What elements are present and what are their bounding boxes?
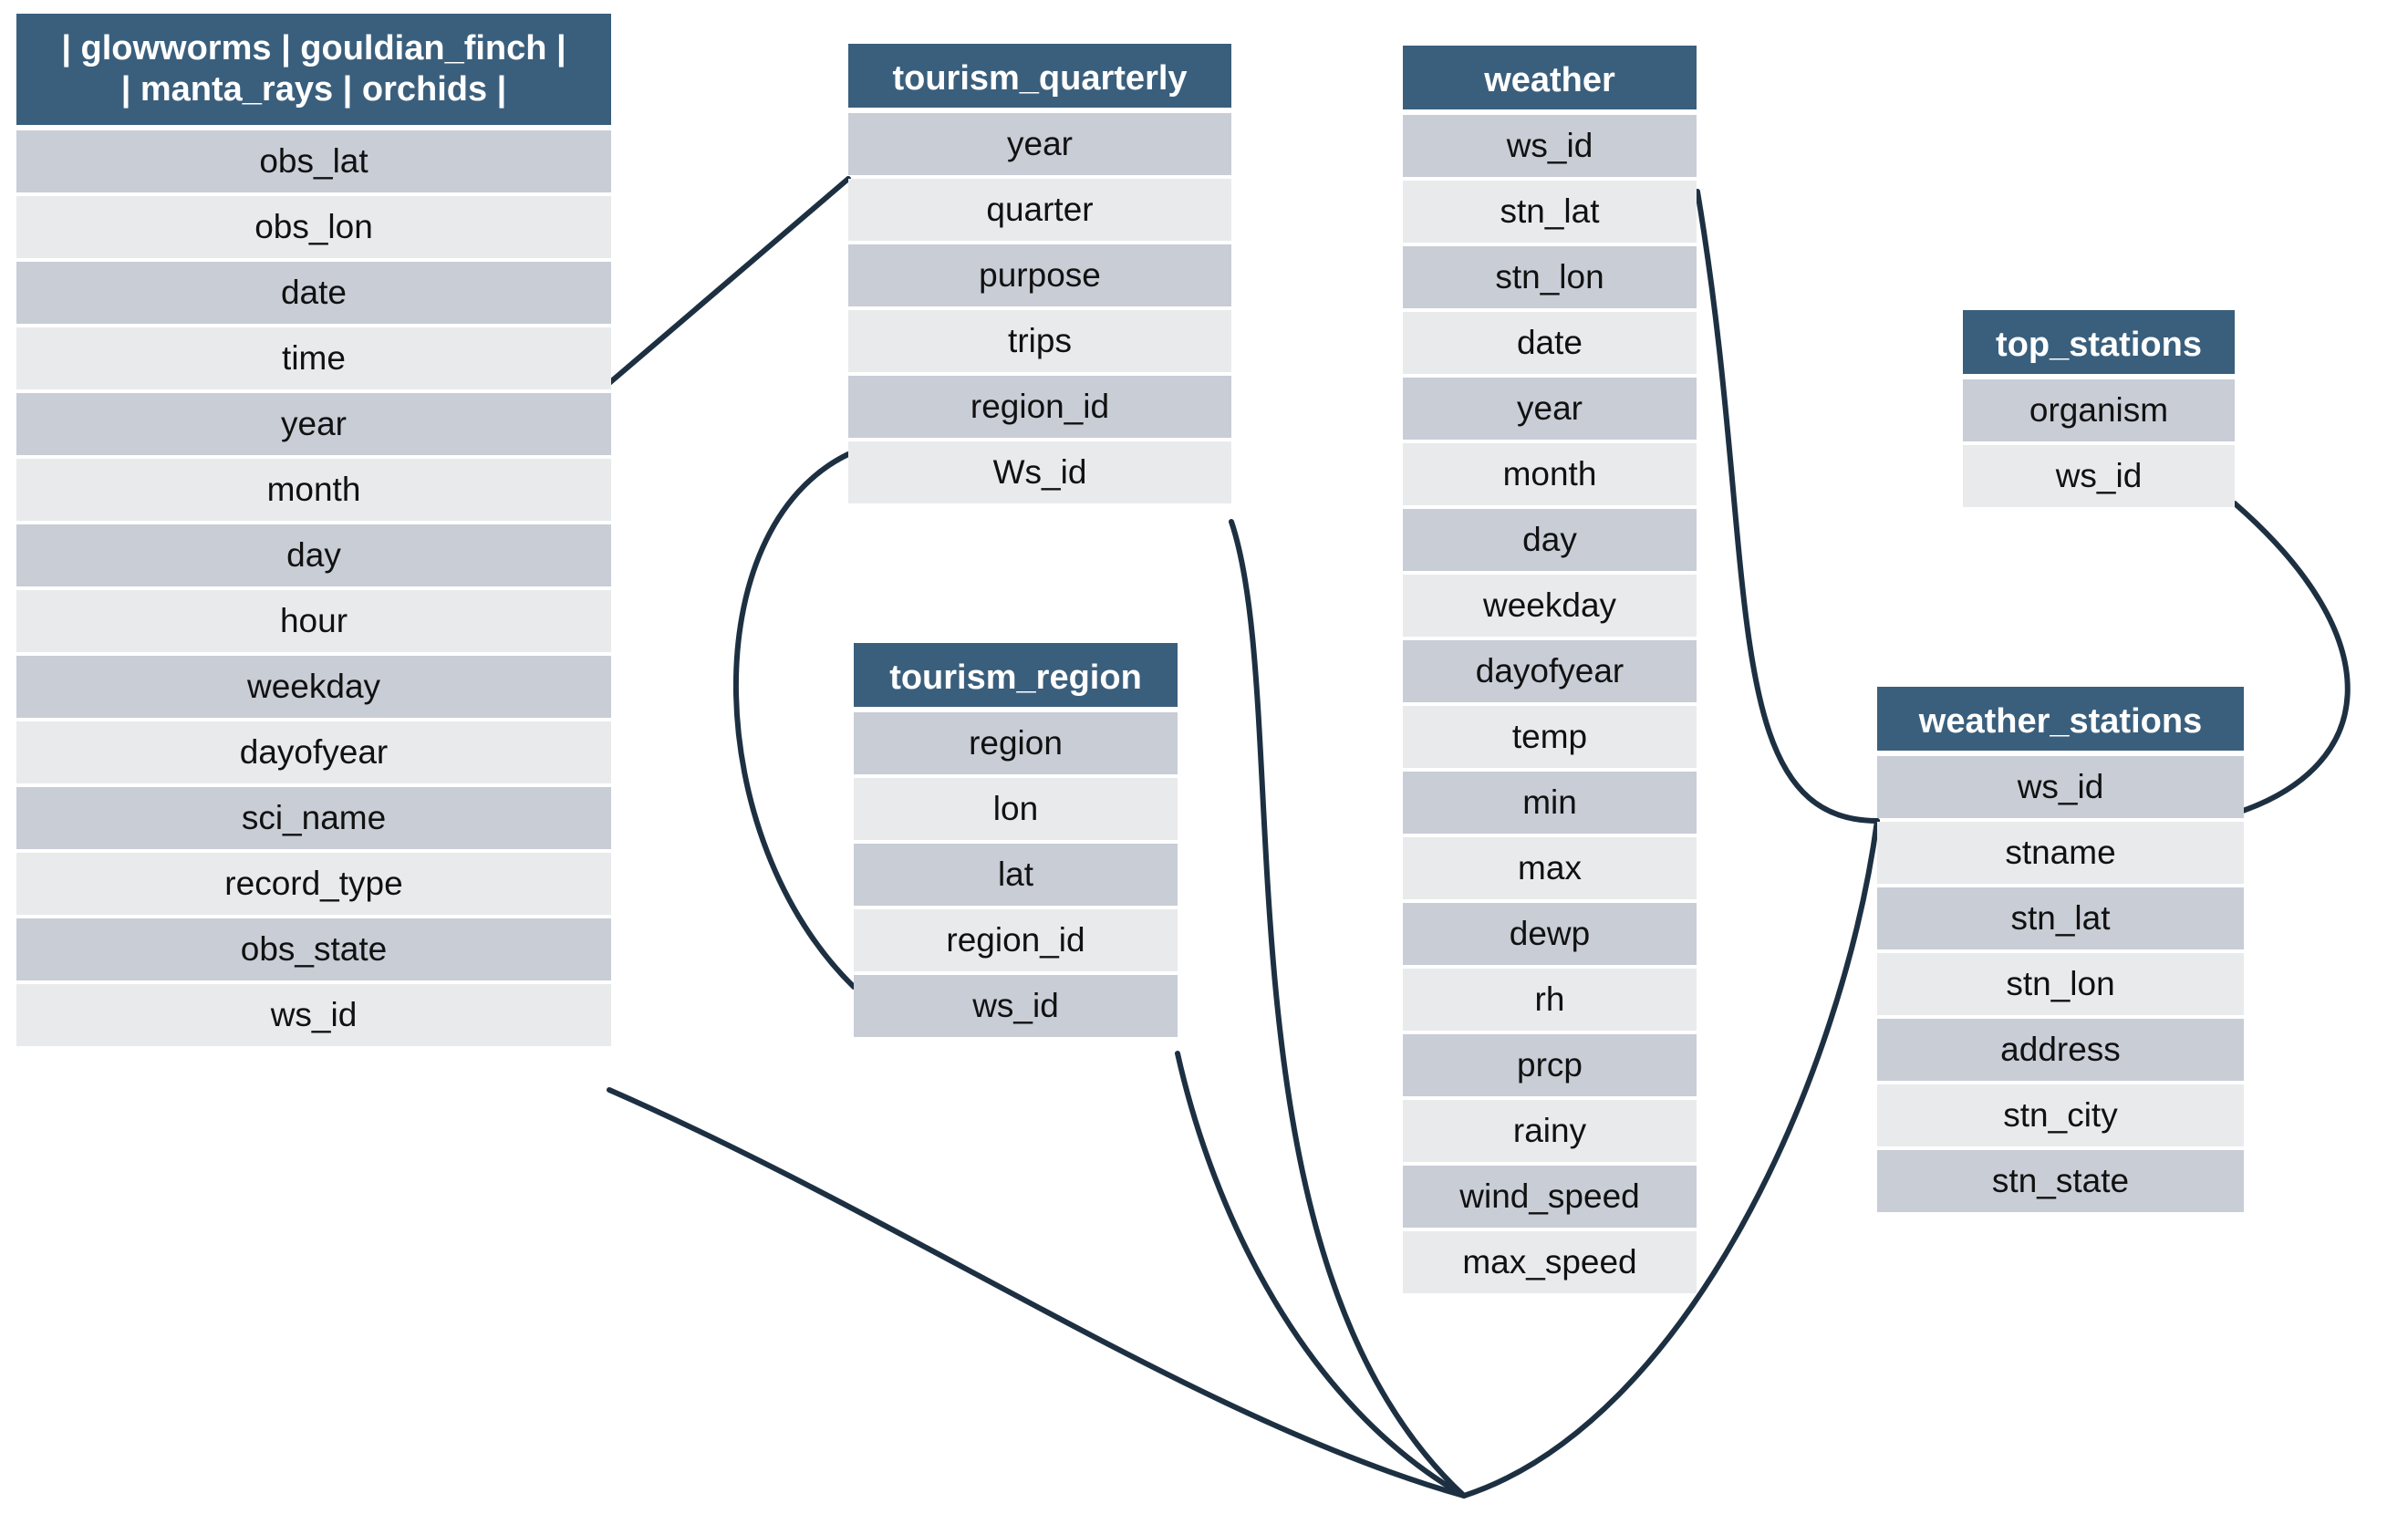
field-row[interactable]: ws_id [1403,115,1697,177]
field-row[interactable]: purpose [848,244,1231,306]
entity-title-top_stations: top_stations [1963,310,2235,374]
entity-title-weather_stations: weather_stations [1877,687,2244,751]
field-row[interactable]: stn_lon [1877,953,2244,1015]
field-row[interactable]: stn_lat [1403,181,1697,243]
field-row[interactable]: min [1403,772,1697,834]
entity-title-organism_tables: | glowworms | gouldian_finch | | manta_r… [16,14,611,125]
field-row[interactable]: lat [854,844,1178,906]
field-row[interactable]: weekday [16,656,611,718]
field-row[interactable]: region_id [848,376,1231,438]
field-row[interactable]: dayofyear [1403,640,1697,702]
connector-weather-ws-id-to-weather-stations-ws-id [1695,189,1880,824]
field-row[interactable]: rh [1403,969,1697,1031]
field-row[interactable]: day [1403,509,1697,571]
field-row[interactable]: ws_id [1963,445,2235,507]
field-row[interactable]: month [16,459,611,521]
field-row[interactable]: dewp [1403,903,1697,965]
field-row[interactable]: month [1403,443,1697,505]
field-row[interactable]: time [16,327,611,389]
field-row[interactable]: sci_name [16,787,611,849]
entity-title-tourism_region: tourism_region [854,643,1178,707]
entity-title-weather: weather [1403,46,1697,109]
field-row[interactable]: stn_city [1877,1084,2244,1146]
connector-organism-ws-id-to-hub [607,1087,1467,1498]
connector-top-stations-ws-id-to-weather-stations-ws-id [2232,501,2351,816]
field-row[interactable]: trips [848,310,1231,372]
field-row[interactable]: stn_lon [1403,246,1697,308]
field-row[interactable]: max_speed [1403,1231,1697,1293]
field-row[interactable]: stn_state [1877,1150,2244,1212]
connector-organism-time-to-tourism-quarterly-year [607,176,851,386]
field-row[interactable]: date [16,262,611,324]
field-row[interactable]: temp [1403,706,1697,768]
field-row[interactable]: stn_lat [1877,887,2244,949]
entity-table-organism_tables[interactable]: | glowworms | gouldian_finch | | manta_r… [16,14,611,1050]
field-row[interactable]: quarter [848,179,1231,241]
field-row[interactable]: obs_lat [16,130,611,192]
field-row[interactable]: prcp [1403,1034,1697,1096]
field-row[interactable]: year [16,393,611,455]
field-row[interactable]: region [854,712,1178,774]
field-row[interactable]: organism [1963,379,2235,441]
field-row[interactable]: stname [1877,822,2244,884]
field-row[interactable]: year [848,113,1231,175]
connector-tourism-quarterly-region-id-to-tourism-region-region-id [733,451,856,990]
field-row[interactable]: year [1403,378,1697,440]
entity-title-tourism_quarterly: tourism_quarterly [848,44,1231,108]
field-row[interactable]: region_id [854,909,1178,971]
field-row[interactable]: obs_lon [16,196,611,258]
field-row[interactable]: max [1403,837,1697,899]
field-row[interactable]: weekday [1403,575,1697,637]
field-row[interactable]: date [1403,312,1697,374]
field-row[interactable]: ws_id [854,975,1178,1037]
field-row[interactable]: hour [16,590,611,652]
field-row[interactable]: rainy [1403,1100,1697,1162]
field-row[interactable]: ws_id [16,984,611,1046]
field-row[interactable]: day [16,524,611,586]
field-row[interactable]: wind_speed [1403,1166,1697,1228]
field-row[interactable]: obs_state [16,918,611,980]
field-row[interactable]: record_type [16,853,611,915]
field-row[interactable]: ws_id [1877,756,2244,818]
field-row[interactable]: lon [854,778,1178,840]
field-row[interactable]: Ws_id [848,441,1231,503]
field-row[interactable]: address [1877,1019,2244,1081]
field-row[interactable]: dayofyear [16,721,611,783]
